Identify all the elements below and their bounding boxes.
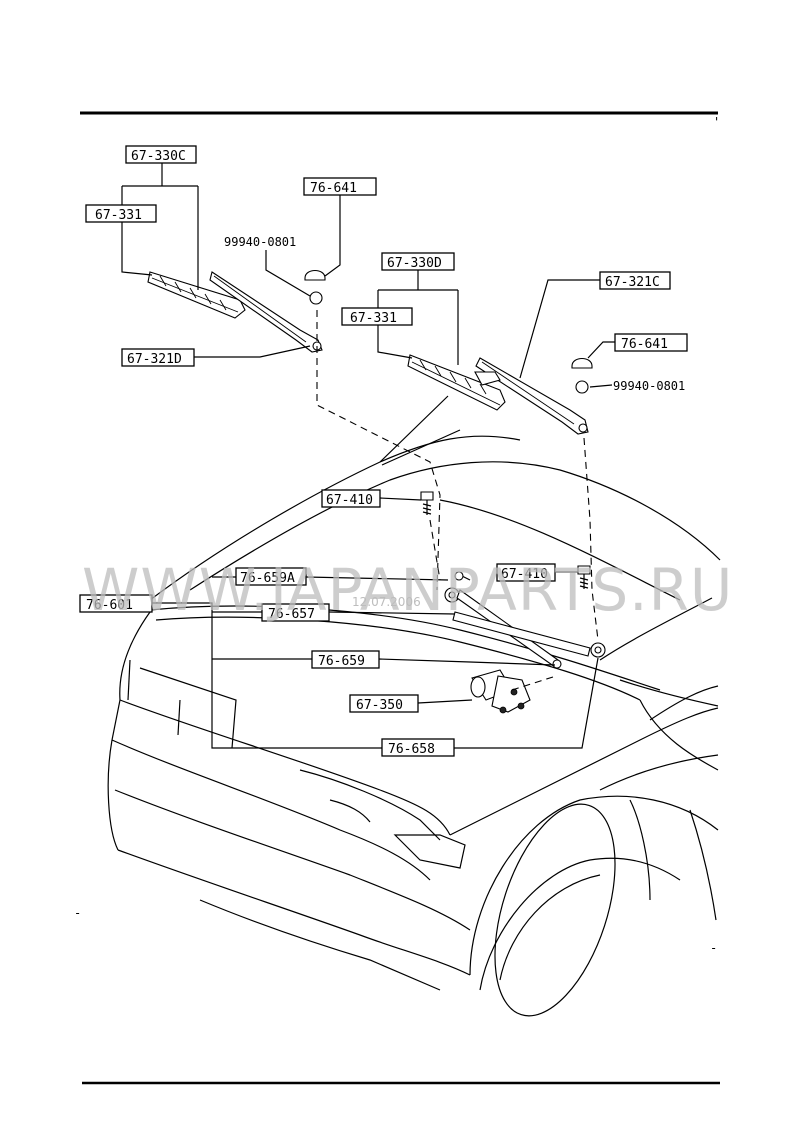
label-text: 67-321C xyxy=(605,275,660,290)
label-67-321C[interactable]: 67-321C xyxy=(599,271,671,290)
label-76-641-left[interactable]: 76-641 xyxy=(303,177,377,196)
top-rule-tick: ' xyxy=(713,115,720,129)
label-76-657[interactable]: 76-657 xyxy=(261,603,330,622)
left-wiper-assembly xyxy=(147,269,326,353)
label-67-331-left[interactable]: 67-331 xyxy=(85,204,157,223)
label-text: 67-331 xyxy=(95,208,142,223)
label-76-659A[interactable]: 76-659A xyxy=(235,567,307,586)
label-67-330C[interactable]: 67-330C xyxy=(125,145,197,164)
label-76-601[interactable]: 76-601 xyxy=(79,594,153,613)
label-text: 67-330D xyxy=(387,256,442,271)
label-text: 67-321D xyxy=(127,352,182,367)
label-text: 67-410 xyxy=(326,493,373,508)
stray-mark: - xyxy=(710,941,717,955)
car-body xyxy=(107,429,721,1017)
label-text: 67-330C xyxy=(131,149,186,164)
right-wiper-assembly xyxy=(407,354,593,435)
label-99940-0801-left[interactable]: 99940-0801 xyxy=(224,235,296,249)
label-67-331-right[interactable]: 67-331 xyxy=(341,307,413,326)
label-text: 99940-0801 xyxy=(224,235,296,249)
label-67-350[interactable]: 67-350 xyxy=(349,694,419,713)
linkage-assembly xyxy=(420,491,606,714)
label-67-330D[interactable]: 67-330D xyxy=(381,252,455,271)
label-67-410-right[interactable]: 67-410 xyxy=(496,563,556,582)
label-text: 76-657 xyxy=(268,607,315,622)
watermark: WWW.JAPANPARTS.RU xyxy=(82,556,733,624)
label-76-659[interactable]: 76-659 xyxy=(311,650,380,669)
label-76-641-right[interactable]: 76-641 xyxy=(614,333,688,352)
label-text: 76-659 xyxy=(318,654,365,669)
label-text: 76-659A xyxy=(240,571,295,586)
label-67-410-left[interactable]: 67-410 xyxy=(321,489,381,508)
label-text: 67-331 xyxy=(350,311,397,326)
stray-mark: - xyxy=(74,906,81,920)
label-76-658[interactable]: 76-658 xyxy=(381,738,455,757)
label-text: 76-641 xyxy=(621,337,668,352)
label-text: 76-658 xyxy=(388,742,435,757)
label-text: 76-601 xyxy=(86,598,133,613)
label-99940-0801-right[interactable]: 99940-0801 xyxy=(613,379,685,393)
label-text: 67-410 xyxy=(501,567,548,582)
label-text: 76-641 xyxy=(310,181,357,196)
label-67-321D[interactable]: 67-321D xyxy=(121,348,195,367)
label-text: 99940-0801 xyxy=(613,379,685,393)
label-text: 67-350 xyxy=(356,698,403,713)
date-stamp: 12.07.2006 xyxy=(352,595,421,609)
leader-lines xyxy=(121,162,615,749)
